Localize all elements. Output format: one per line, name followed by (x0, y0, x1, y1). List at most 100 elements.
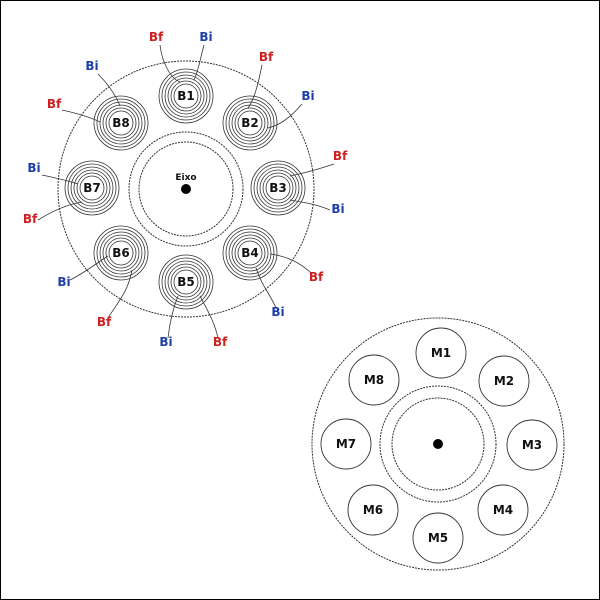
coil-winding (234, 107, 266, 139)
magnet-7: M7 (320, 418, 372, 470)
coil-lead-wire (193, 44, 205, 81)
coil-winding (256, 166, 300, 210)
coil-winding (253, 163, 303, 213)
coil-lead-wire (289, 163, 335, 177)
coil-start-tag: Bi (271, 305, 284, 319)
magnet-label: M8 (364, 373, 384, 387)
coil-label: B4 (241, 246, 259, 260)
coil-1: B1 (158, 68, 214, 124)
coil-winding (225, 228, 275, 278)
coil-winding (225, 98, 275, 148)
magnet-ring (415, 327, 467, 379)
coil-start-tag: Bi (85, 59, 98, 73)
magnet-label: M5 (428, 531, 448, 545)
magnet-1: M1 (415, 327, 467, 379)
coil-start-tag: Bi (199, 30, 212, 44)
coil-label: B8 (112, 116, 130, 130)
coil-start-tag: Bi (159, 335, 172, 349)
coil-winding (167, 263, 205, 301)
stator-hub-ring (128, 131, 244, 247)
rotor-axle-dot (433, 439, 443, 449)
coil-8: B8 (93, 95, 149, 151)
rotor-hub-ring (379, 385, 497, 503)
magnet-ring (348, 354, 400, 406)
coil-finish-tag: Bf (213, 335, 228, 349)
coil-finish-tag: Bf (259, 50, 274, 64)
coil-lead-wire (255, 267, 277, 309)
coil-4: B4 (222, 225, 278, 281)
coil-start-tag: Bi (331, 202, 344, 216)
coil-label: B2 (241, 116, 259, 130)
coil-lead-wire (167, 295, 179, 339)
coil-core (173, 83, 199, 109)
magnet-3: M3 (506, 419, 558, 471)
coil-winding (167, 77, 205, 115)
coil-lead-wire (37, 201, 83, 221)
magnet-6: M6 (347, 484, 399, 536)
magnet-ring (347, 484, 399, 536)
coil-winding (93, 95, 149, 151)
coil-finish-tag: Bf (149, 30, 164, 44)
magnet-ring (506, 419, 558, 471)
coil-lead-wire (107, 269, 133, 319)
coil-winding (102, 104, 140, 142)
coil-6: B6 (93, 225, 149, 281)
coil-core (79, 175, 105, 201)
rotor-hub-inner-ring (391, 397, 485, 491)
coil-label: B1 (177, 89, 195, 103)
coil-winding (73, 169, 111, 207)
coil-winding (222, 95, 278, 151)
coil-winding (170, 266, 202, 298)
coil-winding (170, 80, 202, 112)
coil-winding (158, 68, 214, 124)
coil-winding (105, 237, 137, 269)
coil-winding (262, 172, 294, 204)
coil-label: B6 (112, 246, 130, 260)
magnet-ring (320, 418, 372, 470)
coil-winding (102, 234, 140, 272)
coil-core (173, 269, 199, 295)
coil-lead-wire (247, 64, 263, 109)
coil-winding (93, 225, 149, 281)
coil-finish-tag: Bf (23, 212, 38, 226)
coil-lead-wire (41, 174, 79, 185)
coil-winding (161, 71, 211, 121)
coil-2: B2 (222, 95, 278, 151)
coil-lead-wire (61, 109, 101, 123)
stator-hub-inner-ring (138, 141, 234, 237)
coil-core (237, 240, 263, 266)
magnet-label: M6 (363, 503, 383, 517)
coil-winding (96, 228, 146, 278)
magnet-5: M5 (412, 512, 464, 564)
coil-winding (250, 160, 306, 216)
coil-winding (99, 101, 143, 145)
coil-winding (76, 172, 108, 204)
coil-winding (158, 254, 214, 310)
coil-winding (164, 74, 208, 118)
coil-winding (105, 107, 137, 139)
coil-label: B5 (177, 275, 195, 289)
coil-start-tag: Bi (301, 89, 314, 103)
axle-label: Eixo (175, 173, 196, 183)
coil-label: B7 (83, 181, 101, 195)
coil-lead-wire (267, 103, 303, 129)
magnet-ring (477, 484, 529, 536)
coil-winding (64, 160, 120, 216)
coil-winding (164, 260, 208, 304)
coil-core (237, 110, 263, 136)
coil-finish-tag: Bf (97, 315, 112, 329)
magnet-ring (478, 355, 530, 407)
coil-finish-tag: Bf (333, 149, 348, 163)
coil-finish-tag: Bf (47, 97, 62, 111)
magnet-label: M1 (431, 346, 451, 360)
coil-winding (161, 257, 211, 307)
stator-axle-dot (181, 184, 191, 194)
coil-lead-wire (69, 255, 109, 281)
coil-winding (234, 237, 266, 269)
